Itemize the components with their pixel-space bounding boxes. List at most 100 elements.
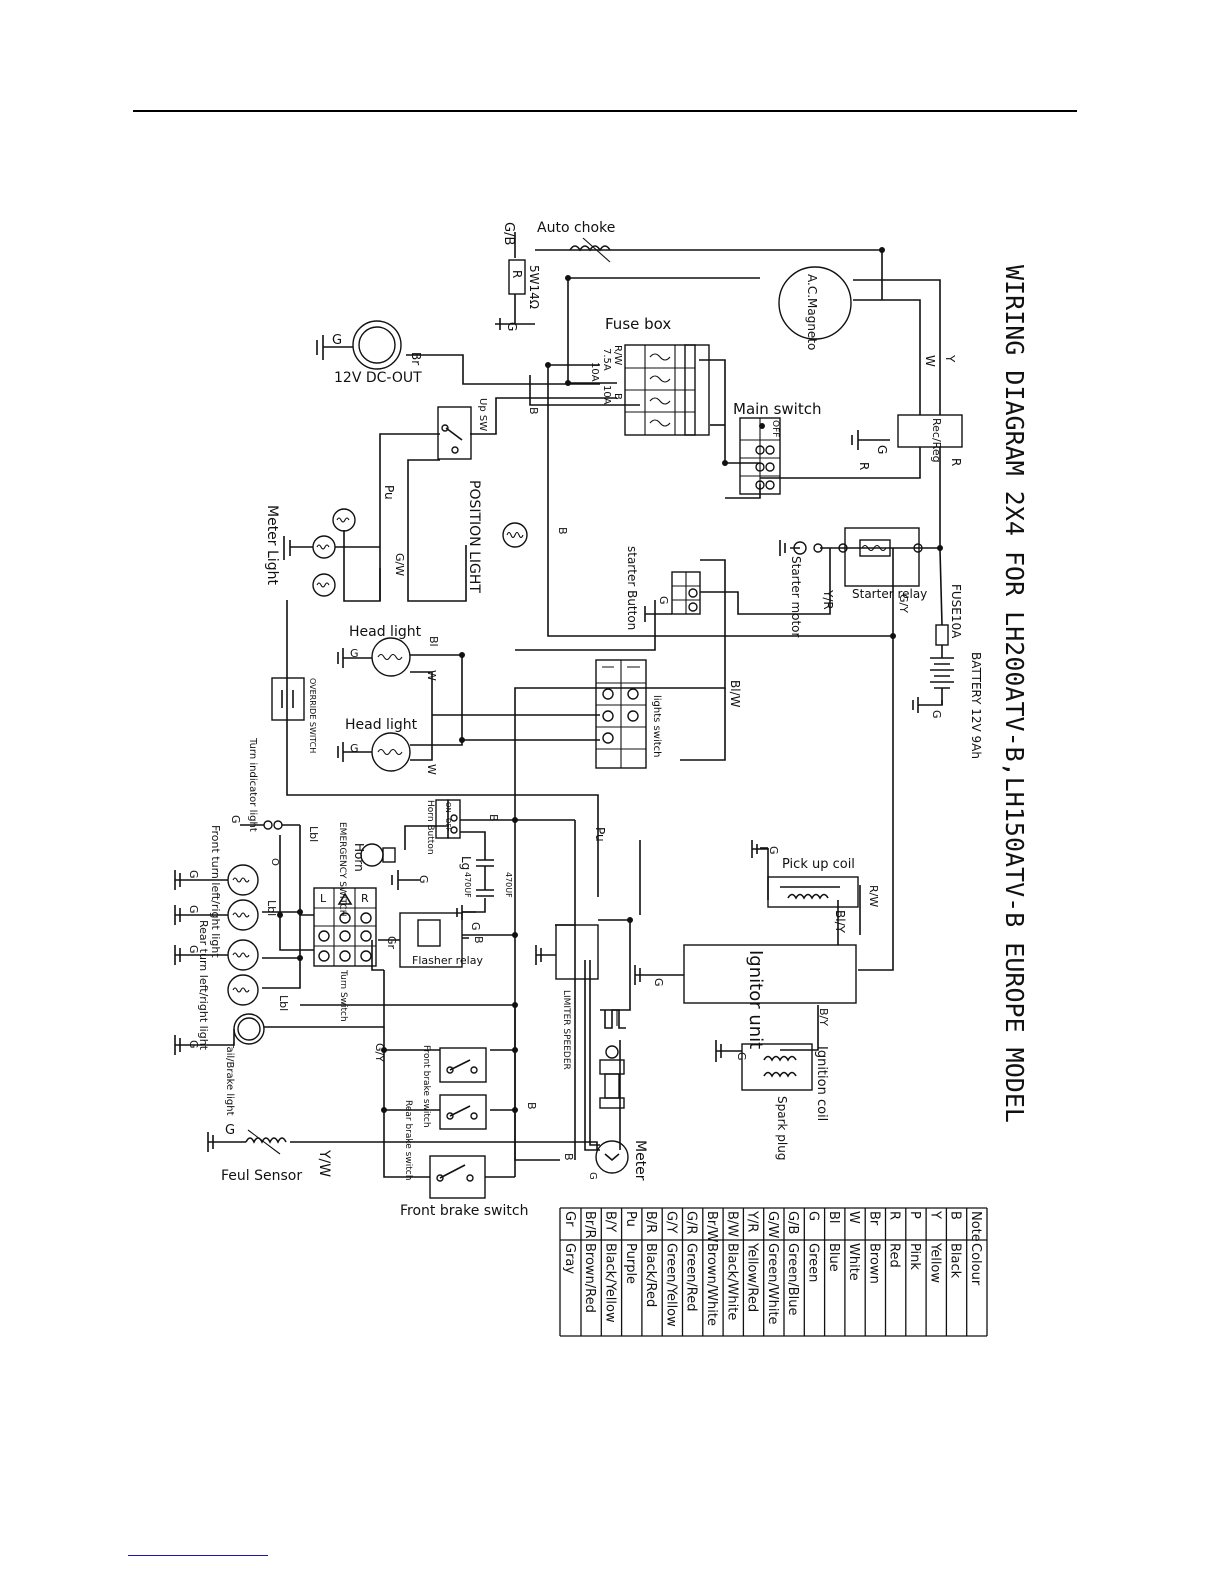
fuse-box: [624, 344, 710, 436]
meter-label: Meter: [632, 1140, 648, 1181]
rear-brake-switch-label: Rear brake switch: [403, 1100, 413, 1180]
legend-key: B/R: [643, 1211, 658, 1233]
fuse-label-10a-2: 10A: [601, 385, 612, 405]
position-light-bulb: [502, 522, 528, 548]
head-light-1: [371, 637, 411, 677]
front-turn-label: Front turn left/right light: [209, 825, 222, 958]
head-light-2-label: Head light: [345, 717, 418, 733]
ignition-coil-label: Ignition coil: [814, 1046, 829, 1121]
ground-icon-resistor: [495, 318, 535, 330]
resistor-value: 5W14Ω: [527, 265, 541, 309]
wire-label-g-horn: G: [417, 875, 430, 884]
legend-colour: Green/White: [765, 1243, 780, 1325]
legend-key: G: [805, 1211, 820, 1221]
lights-switch-label: lights switch: [651, 695, 662, 757]
auto-choke-label: Auto choke: [537, 220, 615, 236]
wire-label-g-mid: G: [187, 905, 200, 914]
fuse-label-b: B: [612, 393, 623, 400]
wire-label-y: Y: [943, 354, 957, 363]
legend-key: Br: [866, 1211, 881, 1226]
turn-switch-label: Turn Switch: [338, 969, 348, 1022]
wire-label-lbl-2: Lbl: [265, 900, 278, 916]
capacitor-2-label: 470UF: [504, 872, 513, 898]
legend-key: G/R: [684, 1211, 699, 1235]
rear-turn-lights: [227, 939, 259, 1006]
ground-icon-fuel: [207, 1132, 246, 1152]
wire-label-g-head2: G: [350, 742, 359, 755]
legend-key: Gr: [562, 1211, 577, 1227]
fuse-box-label: Fuse box: [605, 315, 671, 333]
wire-label-g-front: G: [187, 870, 200, 879]
diagram-title: WIRING DIAGRAM 2X4 FOR LH200ATV-B,LH150A…: [1000, 265, 1029, 1123]
ac-magneto: [778, 266, 852, 340]
starter-motor: [779, 540, 848, 556]
legend-key: Br/W: [704, 1211, 719, 1243]
legend-colour: Green/Blue: [785, 1243, 800, 1316]
main-switch: [739, 417, 781, 495]
footer-link-rule: [128, 1555, 268, 1556]
legend-colour: Black/Red: [643, 1243, 658, 1307]
legend-key: G/B: [785, 1211, 800, 1234]
meter: [595, 1140, 629, 1174]
legend-key: Br/R: [582, 1211, 597, 1239]
wire-label-g-battery: G: [930, 710, 943, 719]
up-switch-label: Up SW: [477, 398, 488, 431]
resistor: [508, 259, 526, 295]
ground-icon-turn-lights: [174, 870, 235, 1055]
legend-colour: Green/Red: [684, 1243, 699, 1311]
legend-key: R: [887, 1211, 902, 1220]
legend-colour: Red: [887, 1243, 902, 1268]
wire-label-br-dcout: Br: [409, 352, 423, 365]
front-brake-switch-1: [439, 1047, 487, 1083]
legend-colour-header: Colour: [968, 1243, 983, 1286]
turn-indicator-light: [240, 820, 300, 830]
legend-key: W: [846, 1211, 861, 1224]
legend-colour: Black/Yellow: [602, 1243, 617, 1323]
wire-label-g-meter: G: [587, 1172, 598, 1180]
wire-label-g-rear: G: [187, 945, 200, 954]
flasher-relay-label: Flasher relay: [412, 954, 483, 967]
legend-key: Y: [927, 1210, 942, 1219]
legend-key: Y/R: [745, 1210, 760, 1232]
wire-label-b-flasher: B: [472, 936, 485, 944]
wire-label-g-ignitor: G: [652, 978, 665, 987]
override-switch-label: OVERRIDE SWITCH: [308, 678, 317, 753]
ac-magneto-label: A.C.Magneto: [805, 274, 819, 350]
head-light-2: [371, 732, 411, 772]
tail-brake-label: Tail/Brake light: [224, 1041, 235, 1116]
wire-label-g-dcout: G: [332, 333, 342, 348]
pick-up-coil-label: Pick up coil: [782, 857, 855, 872]
auto-choke-coil: [569, 237, 611, 263]
resistor-letter: R: [510, 270, 524, 278]
wire-label-yr: Y/R: [821, 589, 835, 610]
wire-label-gy-relay: G/Y: [897, 594, 910, 613]
wire-label-rw: R/W: [867, 885, 880, 907]
legend-key: B/W: [724, 1211, 739, 1237]
wire-label-yw: Y/W: [316, 1149, 332, 1177]
turn-switch-l: L: [320, 892, 327, 905]
head-light-1-label: Head light: [349, 624, 422, 640]
legend-colour: Brown/Red: [582, 1243, 597, 1313]
legend-key: Pu: [623, 1211, 638, 1227]
ignitor-unit: [683, 944, 857, 1004]
front-turn-lights: [227, 864, 259, 931]
wire-label-lg: Lg: [459, 856, 473, 870]
junction-dots: [277, 247, 943, 1113]
wire-label-bly: Bl/Y: [833, 910, 847, 934]
tail-brake-light: [233, 1013, 265, 1045]
wire-label-pu-limiter: Pu: [593, 827, 607, 842]
legend-key: P: [907, 1211, 922, 1219]
ground-icon-limiter: [535, 945, 556, 965]
horn-button-off: OFF: [444, 818, 452, 832]
wire-label-g-fuel: G: [225, 1123, 235, 1138]
legend-colour: Green/Yellow: [663, 1243, 678, 1327]
rear-turn-label: Rear turn left/right light: [197, 920, 210, 1051]
legend-key: G/Y: [663, 1211, 678, 1233]
fuse-label-rw: R/W: [612, 345, 623, 365]
horn-button: [435, 799, 461, 839]
main-switch-off: OFF: [770, 420, 780, 437]
wire-label-g-starter: G: [657, 596, 670, 605]
horn-label: Horn: [352, 843, 366, 872]
